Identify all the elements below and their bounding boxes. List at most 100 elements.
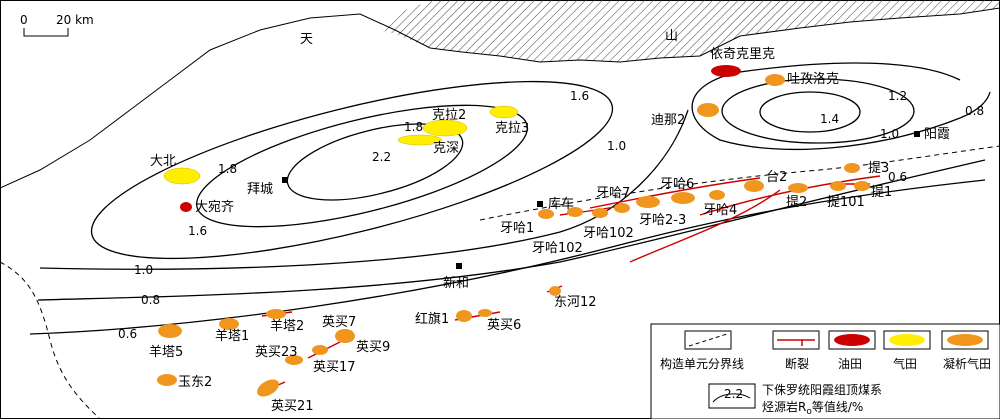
label-yaha1: 牙哈1	[500, 221, 534, 236]
condensate-yaha4	[709, 190, 725, 200]
label-ti1: 提1	[871, 184, 892, 200]
label-yaha4: 牙哈4	[703, 203, 737, 218]
condensate-yingmai21	[257, 379, 279, 397]
label-yaha102b: 牙哈102	[583, 226, 634, 241]
condensate-yangta5	[158, 324, 182, 338]
label-yingmai9: 英买9	[356, 340, 390, 355]
contour-label-1.0a: 1.0	[607, 139, 626, 153]
condensate-fields	[157, 74, 870, 397]
legend-gas-label: 气田	[893, 356, 917, 371]
town-marker-baicheng	[282, 177, 288, 183]
label-yingmai7: 英买7	[322, 315, 356, 330]
oil-field-dawanqi	[180, 202, 192, 212]
contour-label-1.8: 1.8	[404, 120, 423, 134]
town-label-kuche: 库车	[548, 196, 574, 212]
contour-0.6	[29, 179, 986, 335]
legend-contour-title: 下侏罗统阳霞组顶煤系	[762, 383, 882, 397]
contour-label-0.8a: 0.8	[141, 293, 160, 307]
legend: 构造单元分界线 断裂 油田 气田 凝析气田 2.2 下侏罗统阳霞组顶煤系 烃源岩…	[650, 323, 1000, 419]
label-kela3: 克拉3	[495, 121, 529, 136]
condensate-yangta2	[266, 309, 286, 319]
condensate-ti2	[788, 183, 808, 193]
label-yaha6: 牙哈6	[660, 177, 694, 192]
legend-boundary-swatch	[684, 330, 732, 350]
contour-label-1.8b: 1.8	[218, 162, 237, 176]
contour-label-0.8b: 0.8	[965, 104, 984, 118]
mountain-char-tian: 天	[300, 32, 313, 47]
legend-oil-shape	[834, 334, 870, 346]
condensate-tai2	[744, 180, 764, 192]
field-labels: 克拉2 克拉3 克深 大北 大宛齐 依奇克里克 吐孜洛克 迪那2 牙哈7 牙哈6…	[149, 46, 892, 414]
label-yingmai17: 英买17	[313, 360, 356, 375]
contour-1.2	[721, 78, 915, 144]
condensate-yudong2	[157, 374, 177, 386]
scale-bar: 0 20 km	[20, 13, 94, 37]
boundary-west	[0, 261, 101, 419]
gas-fields	[163, 105, 519, 185]
condensate-yaha23	[636, 196, 660, 208]
label-tai2: 台2	[766, 170, 787, 185]
town-marker-xinhe	[456, 263, 462, 269]
legend-contour-swatch	[708, 383, 756, 409]
label-hongqi1: 红旗1	[415, 311, 449, 327]
contours-west	[29, 80, 986, 335]
label-yaha23: 牙哈2-3	[639, 213, 686, 228]
condensate-yingmai7	[335, 329, 355, 343]
contour-1.0-east	[691, 62, 961, 151]
contour-label-1.6b: 1.6	[188, 224, 207, 238]
condensate-dina2	[697, 103, 719, 117]
label-yaha102: 牙哈102	[532, 241, 583, 256]
fault-2	[699, 175, 881, 216]
legend-boundary-label: 构造单元分界线	[660, 356, 744, 371]
condensate-ti101	[830, 181, 846, 191]
condensate-yaha7	[614, 203, 630, 213]
town-label-xinhe: 新和	[443, 275, 469, 291]
town-label-baicheng: 拜城	[247, 182, 273, 197]
label-keshen: 克深	[433, 141, 459, 156]
legend-contour-title2: 烃源岩Ro等值线/%	[762, 399, 863, 417]
condensate-yaha102b	[592, 208, 608, 218]
contour-label-1.2: 1.2	[888, 89, 907, 103]
contour-label-2.2: 2.2	[372, 150, 391, 164]
condensate-yingmai9	[312, 345, 328, 355]
tectonic-boundaries	[0, 145, 1000, 419]
oil-fields	[180, 65, 741, 212]
condensate-yangta1	[219, 318, 239, 330]
label-ti2: 提2	[786, 194, 807, 210]
label-yangta2: 羊塔2	[270, 318, 304, 334]
condensate-ti3	[844, 163, 860, 173]
condensate-yingmai23	[285, 355, 303, 365]
contour-1.4	[759, 91, 861, 133]
label-donghe12: 东河12	[554, 295, 597, 310]
contour-1.8	[196, 104, 528, 228]
fault-3	[589, 177, 761, 209]
label-dabei: 大北	[150, 154, 176, 169]
contour-label-1.0c: 1.0	[880, 127, 899, 141]
legend-contour-title2-post: 等值线/%	[812, 399, 863, 414]
gas-field-kela2	[422, 119, 468, 137]
legend-condensate-shape	[947, 334, 983, 346]
scale-zero: 0	[20, 13, 28, 27]
label-ti101: 提101	[827, 194, 865, 210]
legend-contour-line	[712, 393, 751, 403]
contour-1.6	[90, 80, 614, 260]
town-label-yangxia: 阳霞	[924, 127, 950, 142]
mountain-outline-west	[0, 13, 396, 189]
label-yangta1: 羊塔1	[215, 328, 249, 344]
contour-0.8	[37, 159, 986, 301]
condensate-donghe12	[549, 286, 561, 296]
contour-label-0.6a: 0.6	[118, 327, 137, 341]
contour-label-1.6a: 1.6	[570, 89, 589, 103]
label-yingmai21: 英买21	[271, 399, 314, 414]
condensate-hongqi1	[456, 310, 472, 322]
legend-fault-label: 断裂	[785, 356, 809, 371]
label-yudong2: 玉东2	[178, 375, 212, 390]
towns	[282, 131, 920, 269]
legend-oil-label: 油田	[838, 357, 862, 371]
legend-contour-sample: 2.2	[724, 387, 743, 401]
contours-east	[691, 62, 991, 151]
scale-distance: 20 km	[56, 13, 94, 27]
condensate-yaha102	[567, 207, 583, 217]
gas-field-kela3	[489, 105, 519, 119]
